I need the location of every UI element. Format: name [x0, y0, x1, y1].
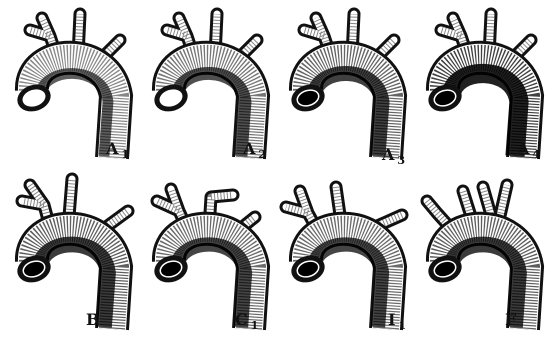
aortic-arch — [32, 58, 116, 158]
panel-label-subscript: 1 — [251, 319, 259, 332]
panel-label-letter: C — [235, 310, 248, 329]
panel-f: F — [425, 185, 527, 329]
panel-label-letter: A — [381, 145, 395, 164]
panel-b: B — [14, 179, 128, 329]
panel-label-subscript: 1 — [121, 148, 129, 161]
aortic-arch — [32, 229, 116, 329]
panel-label-letter: A — [516, 139, 530, 158]
panel-label-letter: A — [242, 139, 256, 158]
aortic-arch — [443, 58, 527, 158]
panel-label: B — [86, 310, 100, 329]
panel-label-subscript: 3 — [397, 154, 405, 167]
panel-label-subscript: 1 — [398, 319, 406, 332]
panel-label-letter: B — [86, 310, 100, 329]
panel-label-letter: I — [388, 310, 395, 329]
panel-label-subscript: 4 — [532, 148, 540, 161]
panel-label-letter: F — [505, 310, 517, 329]
panel-label-letter: A — [105, 139, 119, 158]
aortic-arch — [169, 58, 253, 158]
aortic-arch — [306, 229, 390, 329]
panel-label: F — [505, 310, 517, 329]
panel-label-subscript: 2 — [258, 148, 266, 161]
aortic-arch — [306, 58, 390, 158]
